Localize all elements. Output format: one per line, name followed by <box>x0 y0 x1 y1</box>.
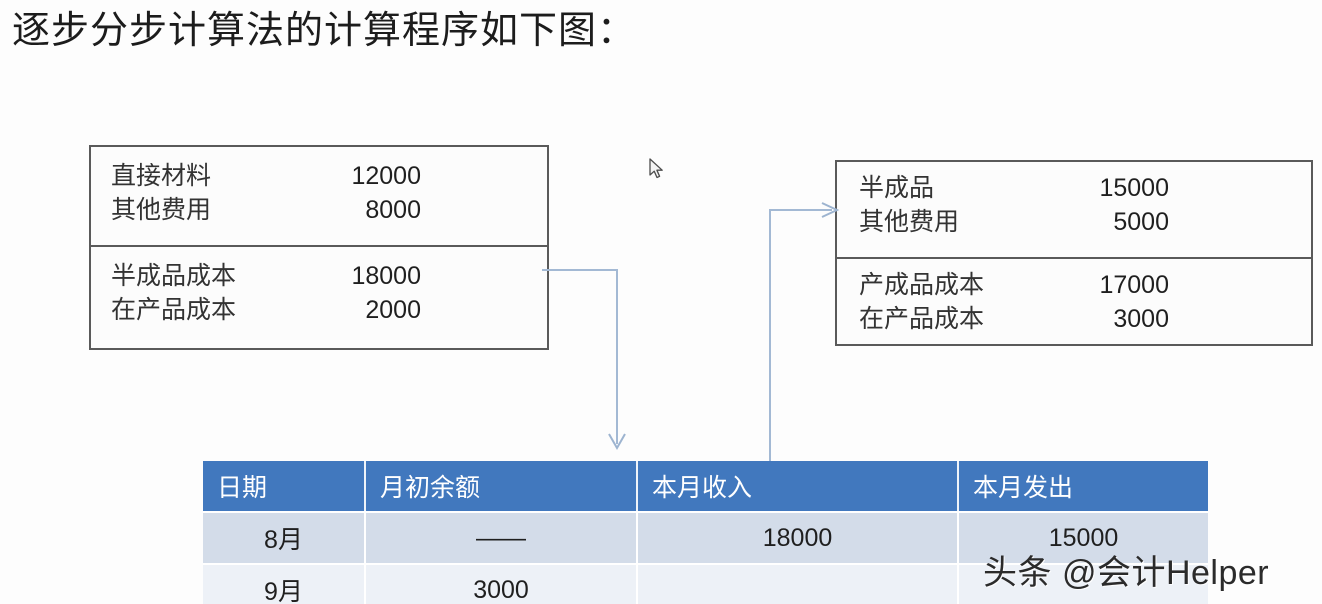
connector-arrow-left-box-to-table <box>542 269 626 451</box>
cell-monthly-issue: 15000 <box>958 512 1208 565</box>
cell-monthly-issue <box>958 564 1208 604</box>
column-header-date[interactable]: 日期 <box>203 461 366 513</box>
cost-label: 直接材料 <box>111 162 212 190</box>
cost-label: 产成品成本 <box>859 271 985 299</box>
mouse-pointer-icon <box>649 158 663 179</box>
cost-row: 其他费用 5000 <box>859 205 1311 239</box>
table-row[interactable]: 9月 3000 <box>203 564 1208 604</box>
cost-label: 在产品成本 <box>859 305 985 333</box>
table-header-row: 日期 月初余额 本月收入 本月发出 <box>203 461 1208 513</box>
cost-value: 12000 <box>351 162 421 190</box>
cost-label: 其他费用 <box>111 196 212 224</box>
cost-value: 5000 <box>1113 208 1169 236</box>
cost-row: 其他费用 8000 <box>111 193 547 227</box>
cost-value: 2000 <box>365 296 421 324</box>
column-header-opening-balance[interactable]: 月初余额 <box>365 461 638 513</box>
cost-box-step-two: 半成品 15000 其他费用 5000 产成品成本 17000 在产品成本 30… <box>835 160 1313 346</box>
cost-value: 8000 <box>365 196 421 224</box>
cost-label: 半成品 <box>859 174 935 202</box>
cost-label: 其他费用 <box>859 208 960 236</box>
cost-row: 直接材料 12000 <box>111 159 547 193</box>
cell-opening-balance: —— <box>365 512 638 565</box>
cost-value: 17000 <box>1099 271 1169 299</box>
cell-date: 8月 <box>203 512 366 565</box>
cost-value: 3000 <box>1113 305 1169 333</box>
cost-box-step-one-upper: 直接材料 12000 其他费用 8000 <box>91 147 547 247</box>
cost-label: 半成品成本 <box>111 262 237 290</box>
cost-box-step-two-upper: 半成品 15000 其他费用 5000 <box>837 162 1311 259</box>
cell-opening-balance: 3000 <box>365 564 638 604</box>
cost-row: 产成品成本 17000 <box>859 268 1311 302</box>
cost-value: 18000 <box>351 262 421 290</box>
watermark-text: 头条 @会计Helper <box>983 554 1270 592</box>
table-row[interactable]: 8月 —— 18000 15000 <box>203 512 1208 565</box>
page-title: 逐步分步计算法的计算程序如下图： <box>12 10 637 52</box>
cost-row: 在产品成本 3000 <box>859 302 1311 336</box>
cost-value: 15000 <box>1099 174 1169 202</box>
cost-row: 半成品 15000 <box>859 171 1311 205</box>
cost-box-step-one: 直接材料 12000 其他费用 8000 半成品成本 18000 在产品成本 2… <box>89 145 549 350</box>
cell-monthly-income: 18000 <box>637 512 959 565</box>
column-header-monthly-income[interactable]: 本月收入 <box>637 461 959 513</box>
column-header-monthly-issue[interactable]: 本月发出 <box>958 461 1208 513</box>
cell-date: 9月 <box>203 564 366 604</box>
cell-monthly-income <box>637 564 959 604</box>
cost-box-step-two-lower: 产成品成本 17000 在产品成本 3000 <box>837 259 1311 344</box>
cost-box-step-one-lower: 半成品成本 18000 在产品成本 2000 <box>91 247 547 337</box>
cost-row: 在产品成本 2000 <box>111 293 547 327</box>
connector-arrow-table-to-right-box <box>769 202 840 466</box>
cost-row: 半成品成本 18000 <box>111 259 547 293</box>
cost-label: 在产品成本 <box>111 296 237 324</box>
ledger-table: 日期 月初余额 本月收入 本月发出 8月 —— 18000 15000 9月 3… <box>203 461 1208 604</box>
